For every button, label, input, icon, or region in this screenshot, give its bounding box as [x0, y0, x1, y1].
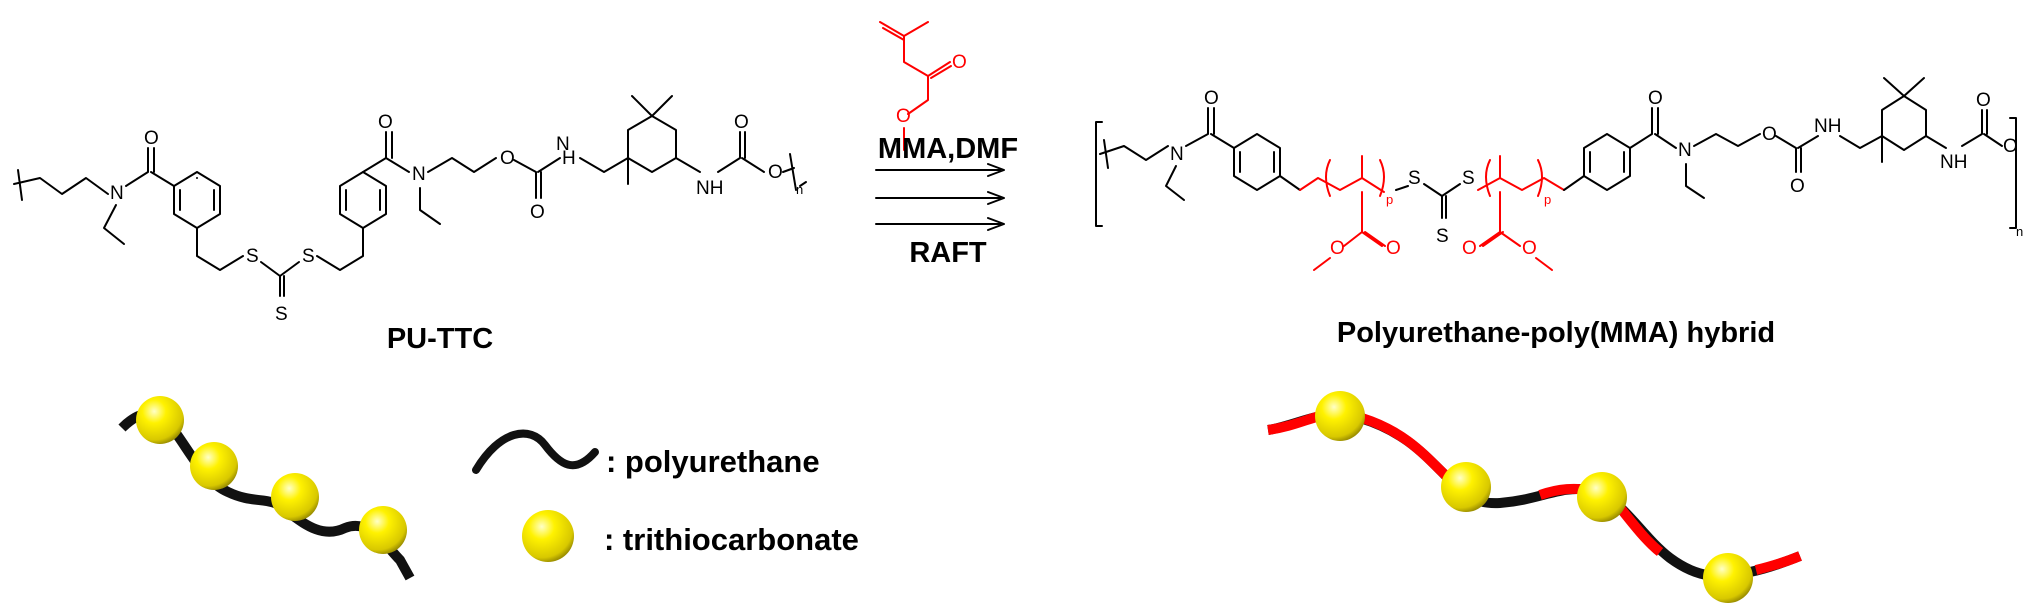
product-label: Polyurethane-poly(MMA) hybrid: [1337, 317, 1775, 349]
product-carbamate-nh-2: NH: [1940, 152, 1967, 173]
legend-trithiocarbonate-label: : trithiocarbonate: [604, 522, 859, 557]
mma-carbonyl-oxygen: O: [952, 52, 967, 73]
trithiocarbonate-sphere: [359, 506, 407, 554]
reaction-method: RAFT: [909, 237, 987, 269]
carbamate-nh-1: H: [562, 148, 576, 169]
repeat-n-1: n: [796, 182, 803, 197]
carbonyl-oxygen-2: O: [378, 112, 393, 133]
product-ester-o-1: O: [1762, 124, 1777, 145]
product-ester-o-2: O: [2003, 136, 2018, 157]
legend: : polyurethane : trithiocarbonate: [472, 429, 859, 562]
trithiocarbonate-sphere: [1577, 472, 1627, 522]
sulfur-1: S: [246, 246, 259, 267]
amide-nitrogen-2: N: [412, 164, 426, 185]
trithiocarbonate-sphere: [271, 473, 319, 521]
product-amide-n-2: N: [1678, 140, 1692, 161]
carbamate-oxygen-2: O: [734, 112, 749, 133]
repeat-n-2: n: [2016, 224, 2023, 239]
carbamate-oxygen-1: O: [530, 202, 545, 223]
product-structure: N O p O O S S S p O O O N: [1095, 77, 2023, 271]
trithiocarbonate-legend-sphere: [522, 510, 574, 562]
reaction-conditions: MMA,DMF: [878, 133, 1018, 165]
pmma-carbonyl-o-1: O: [1386, 238, 1401, 259]
product-carbamate-o-2: O: [1976, 90, 1991, 111]
reaction-arrows: [875, 163, 1005, 231]
trithiocarbonate-sphere: [1315, 391, 1365, 441]
polyurethane-legend-line: [472, 429, 599, 474]
product-amide-n-1: N: [1170, 144, 1184, 165]
product-sulfur-2: S: [1462, 168, 1475, 189]
carbamate-nh-2: NH: [696, 178, 723, 199]
product-sulfur-1: S: [1408, 168, 1421, 189]
product-carbamate-o-1: O: [1790, 176, 1805, 197]
trithiocarbonate-sphere: [136, 396, 184, 444]
legend-polyurethane-label: : polyurethane: [606, 444, 820, 479]
amide-nitrogen-1: N: [110, 183, 124, 204]
thione-sulfur-1: S: [275, 304, 288, 325]
product-carbonyl-o-1: O: [1204, 88, 1219, 109]
product-carbonyl-o-2: O: [1648, 88, 1663, 109]
carbonyl-oxygen-1: O: [144, 128, 159, 149]
ester-oxygen-1: O: [500, 148, 515, 169]
pmma-ester-o-2: O: [1522, 238, 1537, 259]
product-carbamate-nh-1: NH: [1814, 116, 1841, 137]
trithiocarbonate-sphere: [1441, 462, 1491, 512]
reactant-label: PU-TTC: [387, 323, 493, 355]
repeat-p-2: p: [1544, 192, 1551, 207]
sulfur-2: S: [302, 246, 315, 267]
hybrid-cartoon: [1267, 391, 1802, 603]
mma-ester-oxygen: O: [896, 106, 911, 127]
product-thione-sulfur: S: [1436, 226, 1449, 247]
mma-monomer-structure: O O: [879, 21, 967, 151]
trithiocarbonate-sphere: [1703, 553, 1753, 603]
repeat-p-1: p: [1386, 192, 1393, 207]
pu-ttc-cartoon: [118, 396, 415, 581]
ester-oxygen-2: O: [768, 162, 783, 183]
pmma-carbonyl-o-2: O: [1462, 238, 1477, 259]
pmma-ester-o-1: O: [1330, 238, 1345, 259]
carbamate-n-1: N: [556, 134, 570, 155]
trithiocarbonate-sphere: [190, 442, 238, 490]
pu-ttc-structure: N O S S S O N O O H N NH O O: [13, 95, 807, 325]
